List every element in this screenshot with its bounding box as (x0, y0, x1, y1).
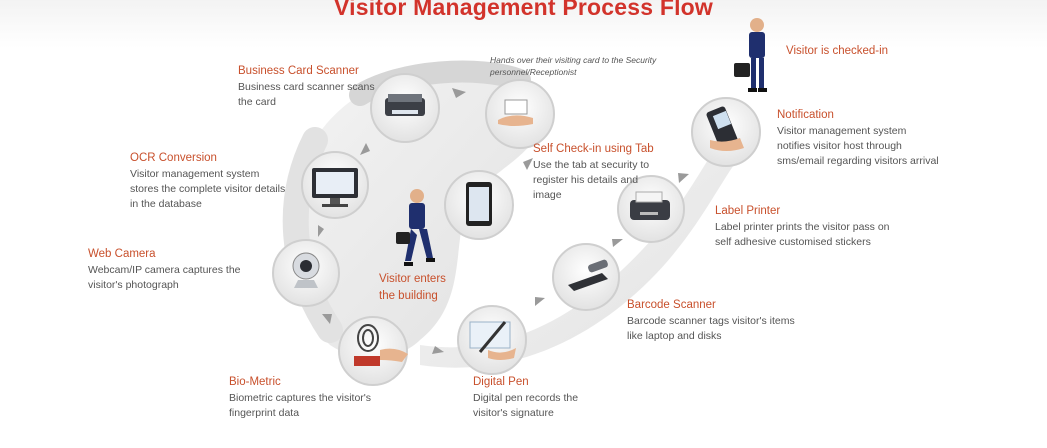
step-description: Label printer prints the visitor pass on… (715, 221, 890, 248)
step-description: Biometric captures the visitor's fingerp… (229, 392, 372, 419)
self-checkin-tab-node (444, 170, 514, 240)
step-description: Visitor management system stores the com… (130, 168, 286, 210)
arrow-icon (322, 314, 332, 324)
visitor-entering-figure (396, 189, 435, 266)
barcode-node (552, 243, 620, 311)
arrow-icon (612, 239, 623, 247)
step-heading: Notification (777, 109, 834, 121)
fingerprint-icon (354, 324, 408, 366)
flow-arrows (318, 88, 689, 354)
business-card-scanner-node (370, 73, 440, 143)
arrow-icon (678, 173, 689, 183)
visitor-checked-in-figure (734, 18, 767, 92)
step-heading: OCR Conversion (130, 152, 217, 164)
monitor-icon (312, 168, 358, 207)
title-band (0, 0, 1047, 48)
visitor-enters-label: Visitor enters the building (379, 273, 446, 302)
label-printer-node (617, 175, 685, 243)
web-camera-node (272, 239, 340, 307)
hand-card-icon (498, 99, 533, 126)
step-digital-pen: Digital Pen Digital pen records the visi… (473, 376, 613, 421)
step-heading: Bio-Metric (229, 376, 281, 388)
step-heading: Label Printer (715, 205, 781, 217)
step-heading: Barcode Scanner (627, 299, 716, 311)
notification-node (691, 97, 761, 167)
tablet-icon (466, 182, 492, 226)
arrow-icon (523, 158, 533, 170)
step-heading: Digital Pen (473, 376, 529, 388)
arrow-icon (452, 88, 466, 98)
ocr-node (301, 151, 369, 219)
step-biometric: Bio-Metric Biometric captures the visito… (229, 376, 399, 421)
step-business-card-scanner: Business Card Scanner Business card scan… (238, 65, 388, 110)
phone-icon (706, 106, 744, 151)
step-self-checkin: Self Check-in using Tab Use the tab at s… (533, 143, 665, 203)
step-notification: Notification Visitor management system n… (777, 109, 939, 169)
scanner-icon (385, 94, 425, 116)
step-description: Barcode scanner tags visitor's items lik… (627, 315, 795, 342)
step-ocr-conversion: OCR Conversion Visitor management system… (130, 152, 288, 212)
step-description: Digital pen records the visitor's signat… (473, 392, 579, 419)
arrow-icon (432, 346, 444, 354)
digital-pen-node (457, 305, 527, 375)
visiting-card-node (485, 79, 555, 149)
step-label-printer: Label Printer Label printer prints the v… (715, 205, 907, 250)
step-barcode-scanner: Barcode Scanner Barcode scanner tags vis… (627, 299, 797, 344)
page-title: Visitor Management Process Flow (334, 0, 713, 20)
step-web-camera: Web Camera Webcam/IP camera captures the… (88, 248, 260, 293)
step-heading: Web Camera (88, 248, 156, 260)
barcode-scanner-icon (568, 259, 608, 291)
arrow-icon (360, 143, 370, 155)
step-description: Business card scanner scans the card (238, 81, 375, 108)
webcam-icon (292, 252, 320, 288)
biometric-node (338, 316, 408, 386)
printer-icon (630, 191, 670, 220)
step-heading: Self Check-in using Tab (533, 143, 654, 155)
pen-icon (469, 321, 516, 360)
arrow-icon (535, 297, 545, 306)
visiting-card-note: Hands over their visiting card to the Se… (490, 55, 657, 77)
arrow-icon (318, 225, 324, 237)
step-heading: Business Card Scanner (238, 65, 359, 77)
step-description: Visitor management system notifies visit… (777, 125, 939, 167)
visitor-checked-in-label: Visitor is checked-in (786, 45, 889, 57)
step-description: Use the tab at security to register his … (533, 159, 650, 201)
step-description: Webcam/IP camera captures the visitor's … (88, 264, 241, 291)
